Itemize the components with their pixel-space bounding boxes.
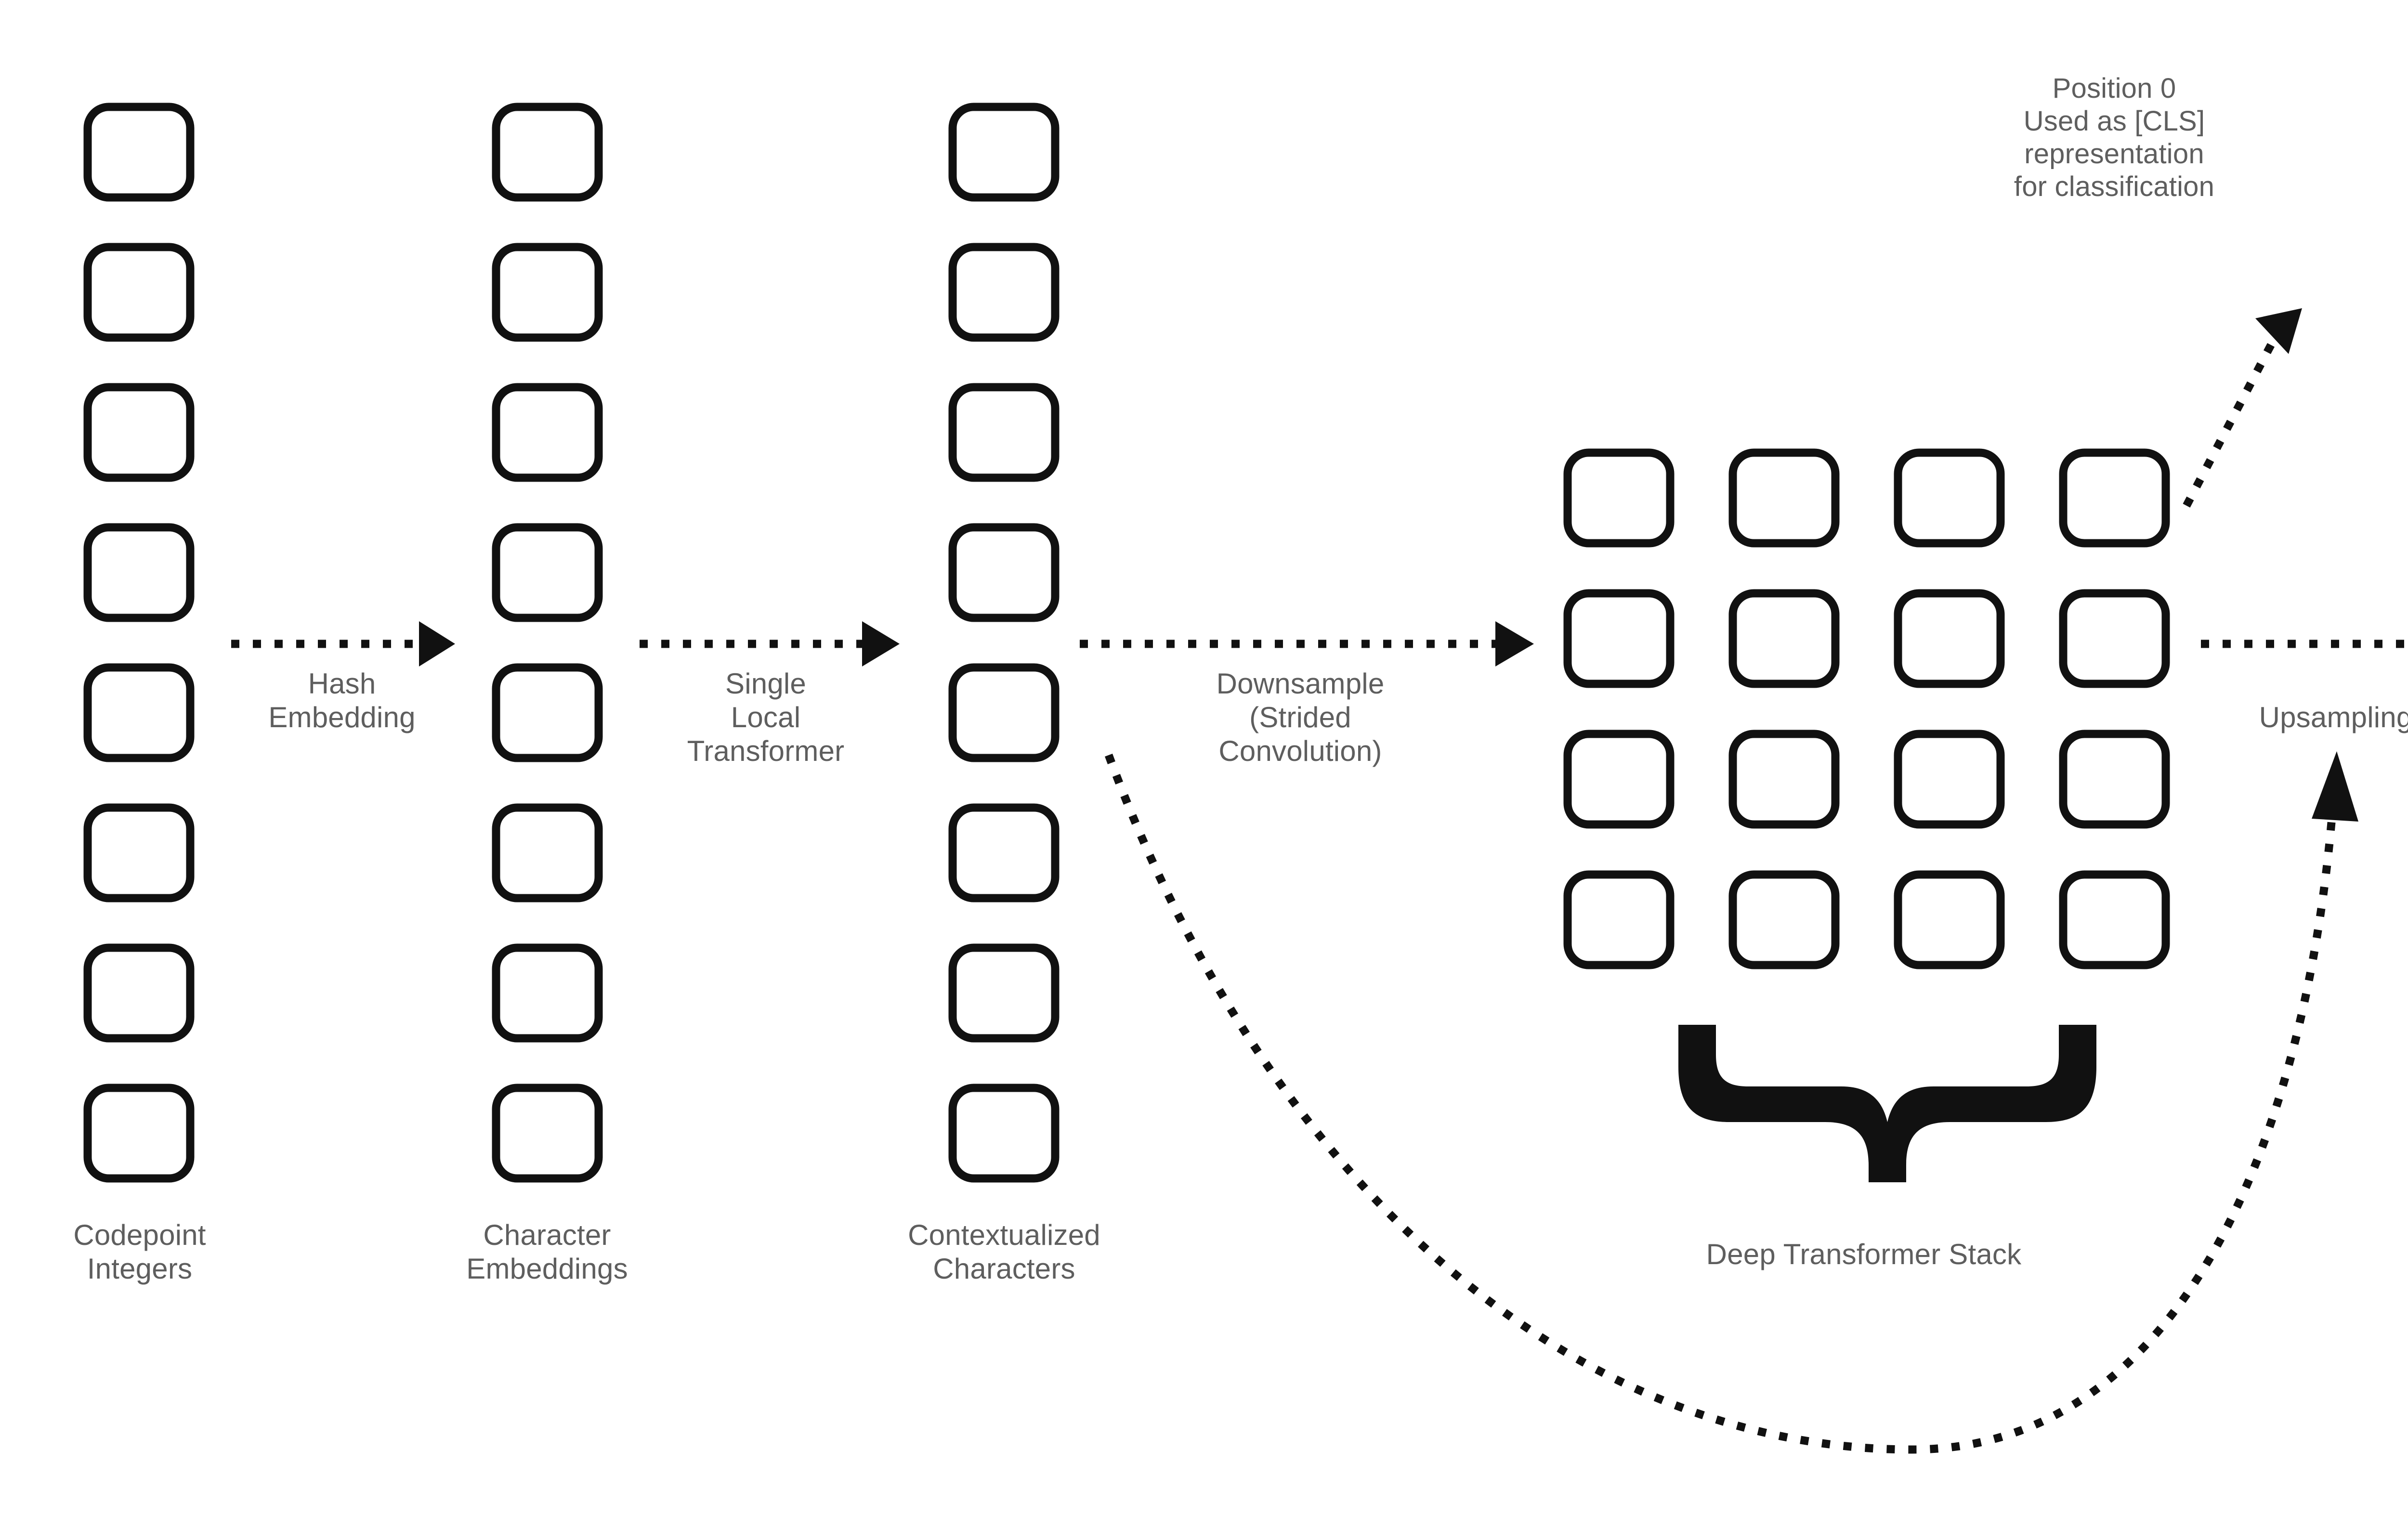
grid-deep-transformer-stack [1563,448,2170,969]
cell-box [83,103,195,202]
cell-box [1563,589,1675,688]
cell-box [948,803,1060,902]
cell-box [1894,589,2005,688]
cell-box [492,943,603,1043]
label-upsampling: Upsampling [2259,701,2408,733]
column-contextualized-characters [948,103,1060,1183]
caption-codepoint-integers: Codepoint Integers [73,1219,206,1285]
cell-box [1894,870,2005,969]
arrow-residual-skip [1105,751,2358,1454]
cell-box [492,523,603,622]
cell-box [948,663,1060,762]
label-hash-embedding: Hash Embedding [268,667,416,734]
cell-box [492,803,603,902]
cell-box [1728,870,1840,969]
cell-box [948,243,1060,342]
cell-box [1728,448,1840,548]
caption-contextualized-characters: Contextualized Characters [908,1219,1100,1285]
cell-box [1563,870,1675,969]
caption-character-embeddings: Character Embeddings [466,1219,628,1285]
cell-box [83,1084,195,1183]
cell-box [492,1084,603,1183]
curly-brace-icon [1678,1025,2096,1182]
column-codepoint-integers [83,103,195,1183]
arrow-downsample [1080,621,1534,666]
cell-box [83,243,195,342]
cell-box [1728,589,1840,688]
cell-box [83,943,195,1043]
cell-box [492,663,603,762]
cell-box [948,523,1060,622]
cell-box [83,523,195,622]
cell-box [83,383,195,482]
label-single-local-transformer: Single Local Transformer [687,667,845,768]
arrow-cls-pointer [2183,308,2302,508]
cell-box [1563,448,1675,548]
cell-box [1563,730,1675,829]
arrow-hash-embedding [231,621,455,666]
cell-box [2059,730,2170,829]
arrow-upsampling [2201,640,2408,648]
column-character-embeddings [492,103,603,1183]
label-downsample: Downsample (Strided Convolution) [1216,667,1385,768]
annotation-cls-position: Position 0 Used as [CLS] representation … [2014,73,2215,202]
cell-box [948,1084,1060,1183]
cell-box [492,383,603,482]
cell-box [2059,589,2170,688]
cell-box [1728,730,1840,829]
arrow-single-local-transformer [640,621,900,666]
cell-box [948,943,1060,1043]
cell-box [948,103,1060,202]
cell-box [83,663,195,762]
cell-box [1894,448,2005,548]
cell-box [83,803,195,902]
cell-box [948,383,1060,482]
cell-box [492,103,603,202]
caption-deep-transformer-stack: Deep Transformer Stack [1706,1238,2022,1270]
cell-box [2059,870,2170,969]
cell-box [492,243,603,342]
cell-box [1894,730,2005,829]
cell-box [2059,448,2170,548]
